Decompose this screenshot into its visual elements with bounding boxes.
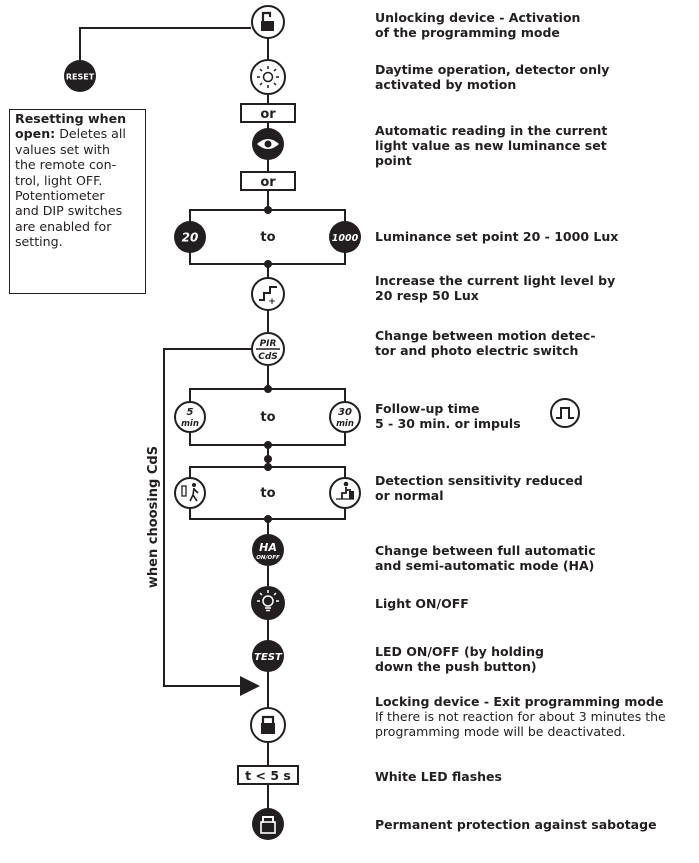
junction-dot (264, 441, 272, 449)
svg-text:or: or (260, 107, 276, 122)
reset-button[interactable]: RESET (64, 60, 96, 92)
junction-dot (264, 515, 272, 523)
lock-button[interactable] (250, 707, 286, 743)
time-min-button[interactable]: 5 min (174, 401, 206, 433)
desc-sabotage: Permanent protection against sabotage (375, 817, 657, 832)
svg-text:+: + (268, 297, 276, 307)
svg-text:5: 5 (187, 407, 194, 418)
svg-text:or: or (260, 175, 276, 190)
reset-info-title: Resetting when open: (15, 111, 127, 142)
desc-luminance: Luminance set point 20 - 1000 Lux (375, 229, 619, 244)
eye-icon (257, 139, 279, 149)
svg-text:t < 5 s: t < 5 s (245, 768, 291, 783)
sabotage-button[interactable] (252, 808, 284, 840)
junction-dot (264, 385, 272, 393)
desc-lock-note: If there is not reaction for about 3 min… (375, 709, 666, 739)
svg-text:min: min (181, 419, 199, 429)
reset-info-box: Resetting when open: Deletes all values … (9, 109, 146, 294)
impulse-icon (556, 407, 574, 419)
reset-connector (79, 27, 251, 60)
svg-text:CdS: CdS (258, 352, 278, 362)
junction-dot (264, 206, 272, 214)
ha-button[interactable]: HA ON/OFF (252, 534, 284, 566)
unlock-icon (261, 11, 274, 31)
or-box-2: or (240, 171, 296, 191)
light-button[interactable] (251, 586, 285, 620)
svg-text:HA: HA (259, 541, 277, 554)
desc-light: Light ON/OFF (375, 596, 469, 611)
daytime-button[interactable] (250, 59, 286, 95)
svg-text:30: 30 (338, 407, 352, 418)
svg-text:RESET: RESET (66, 73, 95, 82)
lux-min-button[interactable]: 20 (174, 221, 206, 253)
lux-max-button[interactable]: 1000 (329, 221, 361, 253)
svg-text:1000: 1000 (332, 233, 359, 244)
person-sitting-icon (336, 481, 354, 500)
step-increase-icon: + (259, 286, 277, 307)
svg-text:TEST: TEST (254, 652, 283, 663)
cds-bypass-arrow (163, 348, 260, 696)
pir-cds-button[interactable]: PIR CdS (251, 332, 285, 366)
reset-info-line: Potentiometer (15, 188, 105, 204)
unlock-button[interactable] (251, 5, 285, 39)
person-standing-icon (181, 483, 199, 502)
bulb-icon (257, 590, 279, 612)
lock-icon (261, 715, 275, 734)
auto-reading-button[interactable] (252, 128, 284, 160)
to-label-follow-up: to (260, 410, 275, 425)
desc-pir-cds: Change between motion detec-tor and phot… (375, 328, 596, 358)
reset-info-line: and DIP switches (15, 203, 123, 219)
time-max-button[interactable]: 30 min (329, 401, 361, 433)
cds-side-label: when choosing CdS (146, 446, 161, 588)
impulse-button[interactable] (550, 398, 580, 428)
desc-lock-title: Locking device - Exit programming mode (375, 694, 664, 709)
reset-info-line: the remote con- (15, 157, 117, 173)
to-label-sensitivity: to (260, 486, 275, 501)
reset-info-line: Deletes all (59, 126, 126, 142)
reset-info-line: are enabled for (15, 218, 112, 234)
svg-text:PIR: PIR (260, 339, 277, 349)
to-label-luminance: to (260, 230, 275, 245)
junction-dot (264, 455, 272, 463)
svg-text:20: 20 (182, 231, 199, 245)
desc-white-led: White LED flashes (375, 769, 502, 784)
sun-icon (257, 66, 279, 88)
junction-dot (264, 463, 272, 471)
sensitivity-reduced-button[interactable] (174, 477, 206, 509)
svg-text:ON/OFF: ON/OFF (256, 555, 280, 561)
test-button[interactable]: TEST (252, 640, 284, 672)
sensitivity-normal-button[interactable] (329, 477, 361, 509)
reset-info-line: setting. (15, 234, 63, 250)
timer-box: t < 5 s (237, 765, 299, 785)
junction-dot (264, 260, 272, 268)
sabotage-lock-icon (260, 816, 276, 834)
increase-light-button[interactable]: + (251, 277, 285, 311)
reset-info-line: trol, light OFF. (15, 172, 103, 188)
or-box-1: or (240, 103, 296, 123)
reset-info-line: values set with (15, 141, 110, 157)
svg-text:min: min (336, 419, 354, 429)
